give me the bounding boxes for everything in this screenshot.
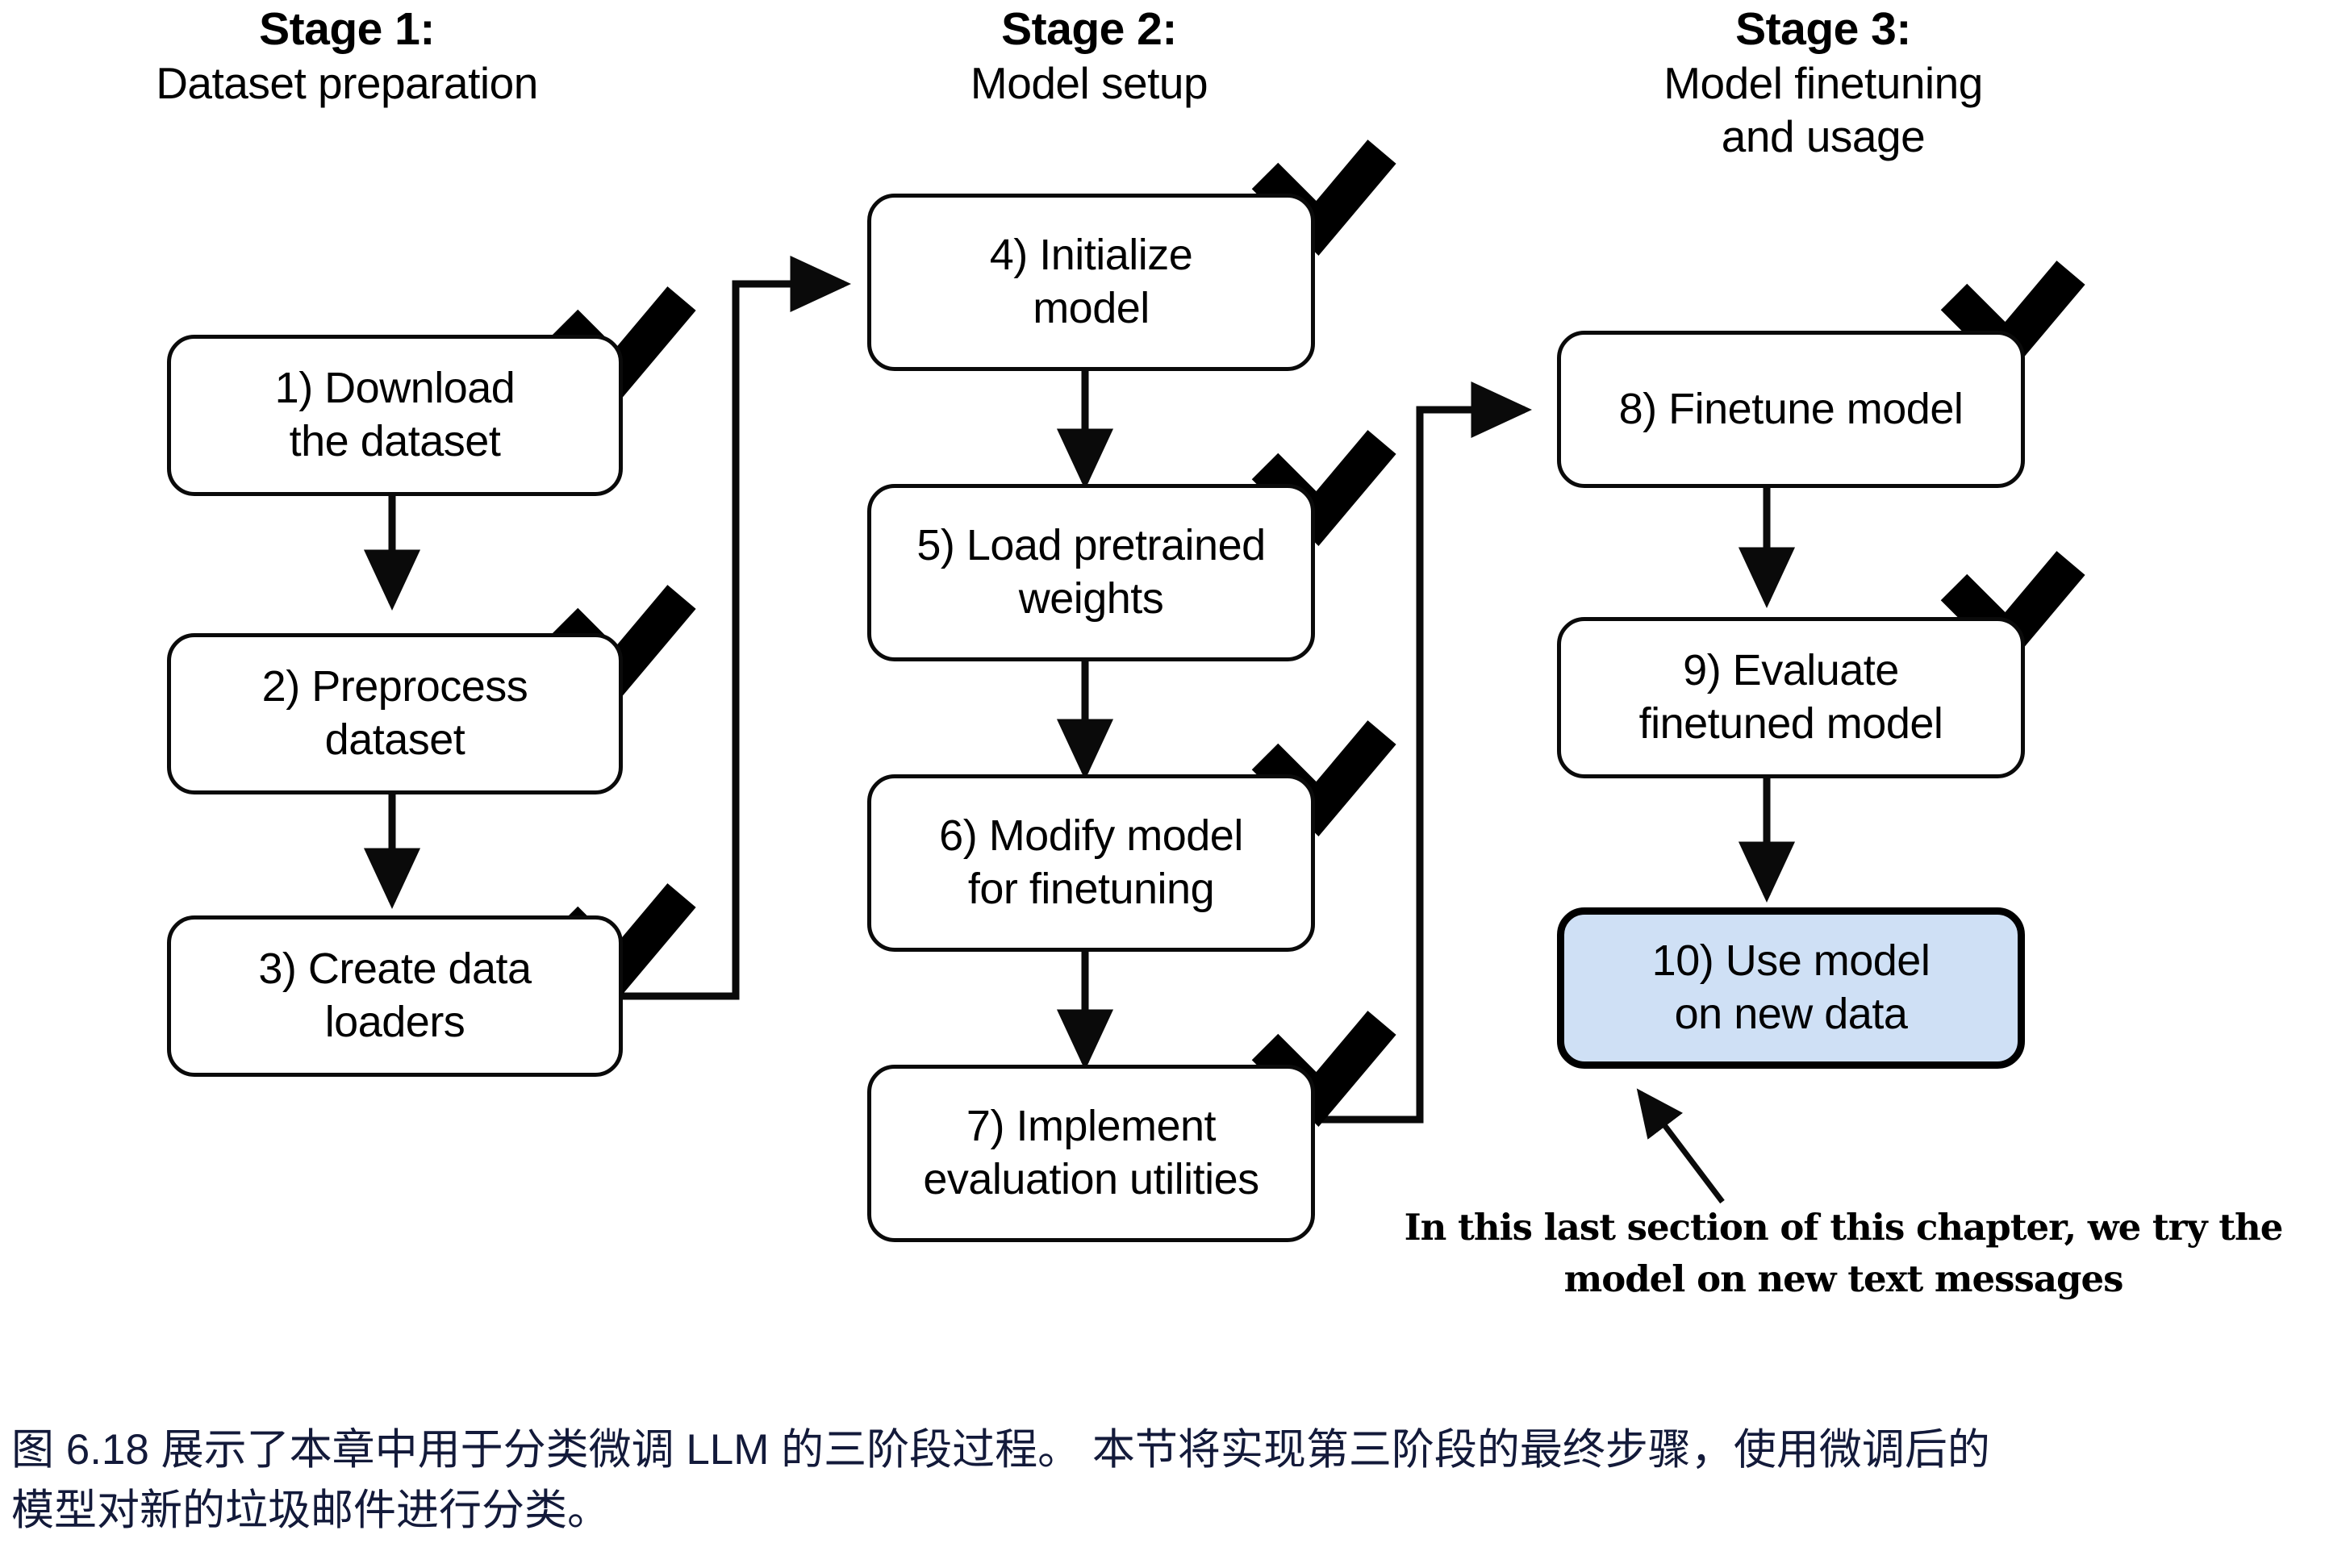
step-1-line-1: 1) Download (274, 364, 516, 413)
stage-1-subtitle: Dataset preparation (156, 58, 538, 109)
step-5-line-2: weights (1018, 574, 1164, 623)
step-box-4-text: 4) Initialize model (990, 229, 1193, 336)
step-box-10-text: 10) Use model on new data (1652, 935, 1931, 1041)
step-box-5[interactable]: 5) Load pretrained weights (867, 484, 1315, 661)
step-5-line-1: 5) Load pretrained (916, 521, 1266, 570)
step-3-line-1: 3) Create data (258, 945, 532, 994)
stage-2-header: Stage 2: Model setup (815, 2, 1363, 110)
step-6-line-2: for finetuning (967, 865, 1215, 913)
stage-2-title: Stage 2: (1001, 3, 1177, 55)
caption-line-2: 模型对新的垃圾邮件进行分类。 (11, 1487, 610, 1535)
stage-3-subtitle-line-1: Model finetuning (1663, 58, 1983, 109)
step-box-8[interactable]: 8) Finetune model (1557, 331, 2025, 488)
stage-3-title: Stage 3: (1735, 3, 1911, 55)
step-7-line-2: evaluation utilities (923, 1155, 1259, 1203)
connector-stage1-to-stage2 (621, 255, 851, 1000)
check-icon-step-4 (1251, 140, 1396, 256)
stage-1-title: Stage 1: (259, 3, 435, 55)
check-icon-step-5 (1251, 430, 1396, 546)
check-icon-step-7 (1251, 1011, 1396, 1127)
step-box-9-text: 9) Evaluate finetuned model (1639, 644, 1943, 751)
step-3-line-2: loaders (324, 998, 465, 1046)
step-box-1[interactable]: 1) Download the dataset (167, 335, 623, 496)
figure-caption: 图 6.18 展示了本章中用于分类微调 LLM 的三阶段过程。 本节将实现第三阶… (11, 1420, 2319, 1541)
step-box-3-text: 3) Create data loaders (258, 943, 532, 1049)
stage-3-header: Stage 3: Model finetuning and usage (1501, 2, 2146, 163)
step-box-2[interactable]: 2) Preprocess dataset (167, 633, 623, 794)
annotation-note: In this last section of this chapter, we… (1404, 1202, 2284, 1305)
step-10-line-1: 10) Use model (1651, 936, 1931, 986)
step-box-7-text: 7) Implement evaluation utilities (923, 1100, 1259, 1207)
annotation-line-2: model on new text messages (1563, 1257, 2124, 1300)
step-box-7[interactable]: 7) Implement evaluation utilities (867, 1065, 1315, 1242)
connector-stage2-to-stage3 (1315, 381, 1532, 1124)
step-box-6[interactable]: 6) Modify model for finetuning (867, 774, 1315, 952)
step-box-4[interactable]: 4) Initialize model (867, 194, 1315, 371)
step-6-line-1: 6) Modify model (939, 811, 1243, 861)
step-box-2-text: 2) Preprocess dataset (262, 661, 528, 767)
stage-3-subtitle-line-2: and usage (1721, 111, 1926, 162)
step-box-9[interactable]: 9) Evaluate finetuned model (1557, 617, 2025, 778)
step-4-line-1: 4) Initialize (989, 231, 1193, 280)
annotation-line-1: In this last section of this chapter, we… (1404, 1206, 2284, 1249)
step-4-line-2: model (1033, 284, 1150, 332)
stage-1-header: Stage 1: Dataset preparation (16, 2, 678, 110)
step-8-line-1: 8) Finetune model (1618, 384, 1964, 433)
step-box-10[interactable]: 10) Use model on new data (1557, 907, 2025, 1069)
step-box-5-text: 5) Load pretrained weights (916, 519, 1266, 626)
step-2-line-2: dataset (324, 715, 465, 764)
step-7-line-1: 7) Implement (966, 1102, 1217, 1151)
step-10-line-2: on new data (1674, 990, 1908, 1038)
stage-2-subtitle: Model setup (970, 58, 1208, 109)
step-2-line-1: 2) Preprocess (261, 662, 528, 711)
step-9-line-1: 9) Evaluate (1683, 646, 1899, 695)
step-9-line-2: finetuned model (1638, 699, 1943, 748)
check-icon-step-6 (1251, 720, 1396, 836)
step-box-1-text: 1) Download the dataset (275, 362, 516, 469)
callout-arrow-icon (1636, 1088, 1725, 1204)
step-box-3[interactable]: 3) Create data loaders (167, 915, 623, 1077)
step-box-6-text: 6) Modify model for finetuning (939, 810, 1243, 916)
caption-line-1: 图 6.18 展示了本章中用于分类微调 LLM 的三阶段过程。 本节将实现第三阶… (11, 1426, 1990, 1474)
step-box-8-text: 8) Finetune model (1619, 383, 1964, 436)
step-1-line-2: the dataset (289, 417, 501, 465)
